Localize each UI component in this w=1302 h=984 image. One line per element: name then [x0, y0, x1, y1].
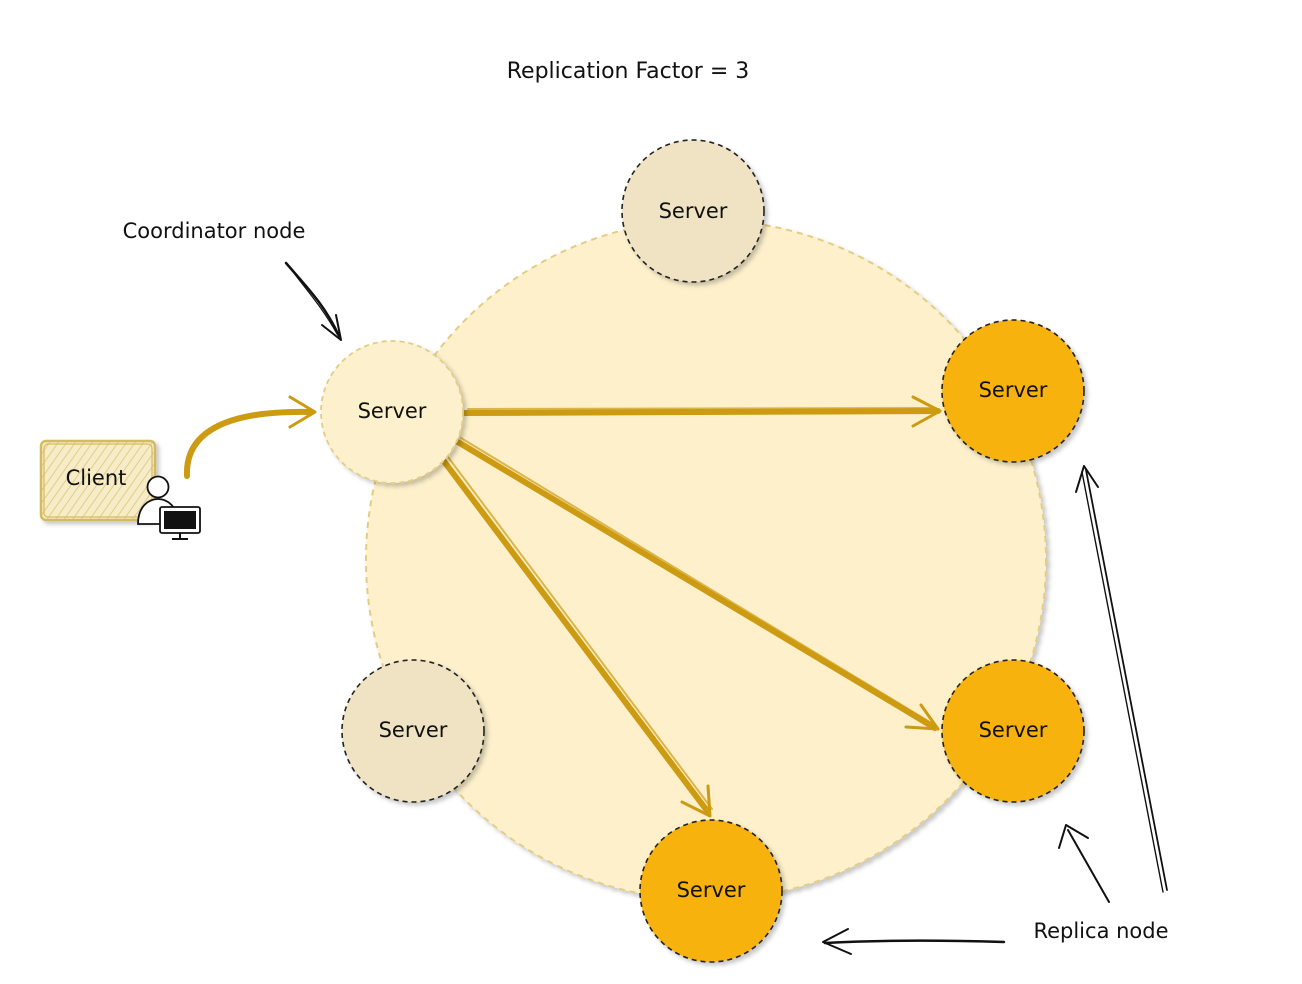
diagram-title: Replication Factor = 3	[507, 59, 750, 84]
server-node-top: Server	[621, 139, 765, 283]
client-label: Client	[66, 466, 127, 490]
annotation-arrows	[284, 261, 1168, 955]
coordinator-pointer-arrow	[284, 261, 342, 341]
server-label: Server	[979, 378, 1048, 402]
arrow-to-replica-2	[455, 437, 940, 731]
server-label: Server	[379, 718, 448, 742]
replica-pointer-arrow-up	[1075, 465, 1168, 893]
hash-ring	[365, 219, 1047, 901]
replica-server-node: Server	[941, 319, 1085, 463]
coordinator-server-node: Server	[320, 340, 464, 484]
arrow-to-replica-1	[462, 395, 942, 428]
client-request-arrow	[183, 395, 317, 479]
replica-server-node: Server	[941, 659, 1085, 803]
server-node-bottom-left: Server	[341, 659, 485, 803]
coordinator-node-label: Coordinator node	[123, 219, 306, 243]
server-label: Server	[358, 399, 427, 423]
replication-arrows	[440, 395, 942, 818]
server-label: Server	[659, 199, 728, 223]
server-label: Server	[677, 878, 746, 902]
replica-pointer-arrow-mid	[1058, 824, 1110, 903]
arrow-to-replica-3	[440, 456, 713, 818]
server-label: Server	[979, 718, 1048, 742]
replica-node-label: Replica node	[1033, 919, 1168, 943]
client-box: Client	[39, 439, 157, 522]
replica-server-node: Server	[639, 819, 783, 963]
replica-pointer-arrow-left	[822, 928, 1006, 955]
user-at-computer-icon	[137, 475, 201, 540]
